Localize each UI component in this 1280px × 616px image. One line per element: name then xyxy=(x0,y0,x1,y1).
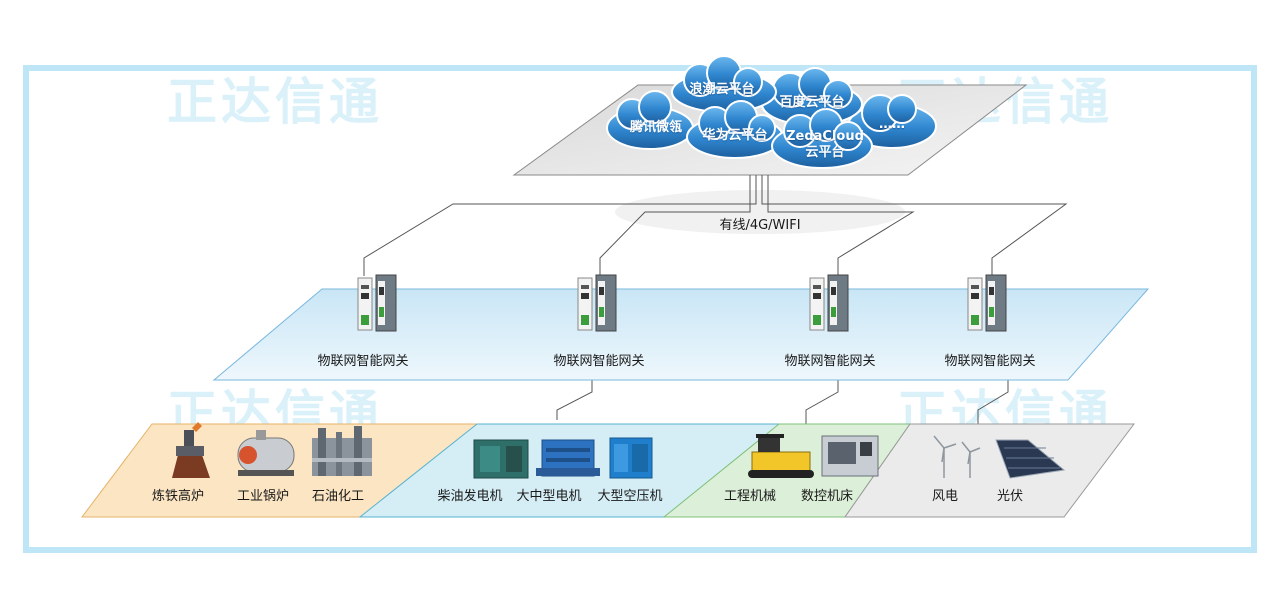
gateway-label: 物联网智能网关 xyxy=(317,354,409,369)
diesel-generator-image xyxy=(473,439,529,479)
cloud-inspur xyxy=(671,55,777,113)
gateway-devices xyxy=(357,274,1007,332)
gateway-device xyxy=(577,274,617,332)
construction-machinery-image xyxy=(748,434,814,478)
device-label: 工业锅炉 xyxy=(236,489,290,504)
blast-furnace-image xyxy=(172,422,210,478)
device-label: 柴油发电机 xyxy=(437,489,503,504)
device-label: 光伏 xyxy=(996,489,1024,504)
cloud-zedacloud xyxy=(771,108,873,169)
cloud-huawei xyxy=(686,100,784,159)
gateway-device xyxy=(809,274,849,332)
cloud-tencent xyxy=(606,90,694,150)
gateway-label: 物联网智能网关 xyxy=(784,354,876,369)
cloud-cluster xyxy=(606,55,937,169)
cloud-label-huawei: 华为云平台 xyxy=(702,128,768,143)
network-label: 有线/4G/WIFI xyxy=(719,218,801,233)
connection-lines xyxy=(363,175,1068,424)
cloud-label-more: …… xyxy=(879,117,905,132)
cloud-more xyxy=(847,94,937,149)
device-label: 工程机械 xyxy=(723,489,777,504)
cloud-label-tencent: 腾讯微瓴 xyxy=(629,120,683,135)
device-label: 大型空压机 xyxy=(597,489,663,504)
air-compressor-image xyxy=(609,437,653,479)
gateway-label: 物联网智能网关 xyxy=(944,354,1036,369)
cloud-label-zedacloud: ZedaCloud 云平台 xyxy=(786,129,864,160)
industrial-boiler-image xyxy=(237,430,295,476)
device-label: 炼铁高炉 xyxy=(151,489,205,504)
gateway-label: 物联网智能网关 xyxy=(553,354,645,369)
network-mist xyxy=(615,190,905,234)
device-label: 大中型电机 xyxy=(516,489,582,504)
gateway-plane xyxy=(212,288,1150,381)
gateway-device xyxy=(967,274,1007,332)
petrochemical-image xyxy=(312,426,372,476)
device-label: 数控机床 xyxy=(800,489,854,504)
sector-energy xyxy=(844,423,1136,518)
cloud-label-inspur: 浪潮云平台 xyxy=(689,82,755,97)
large-motor-image xyxy=(536,439,600,477)
outer-frame xyxy=(23,65,1257,553)
photovoltaic-image xyxy=(995,439,1066,479)
wind-power-image xyxy=(933,435,981,478)
gateway-device xyxy=(357,274,397,332)
device-label: 风电 xyxy=(931,489,959,504)
cloud-label-baidu: 百度云平台 xyxy=(779,95,845,110)
cnc-machine-image xyxy=(821,435,879,477)
device-label: 石油化工 xyxy=(311,489,365,504)
